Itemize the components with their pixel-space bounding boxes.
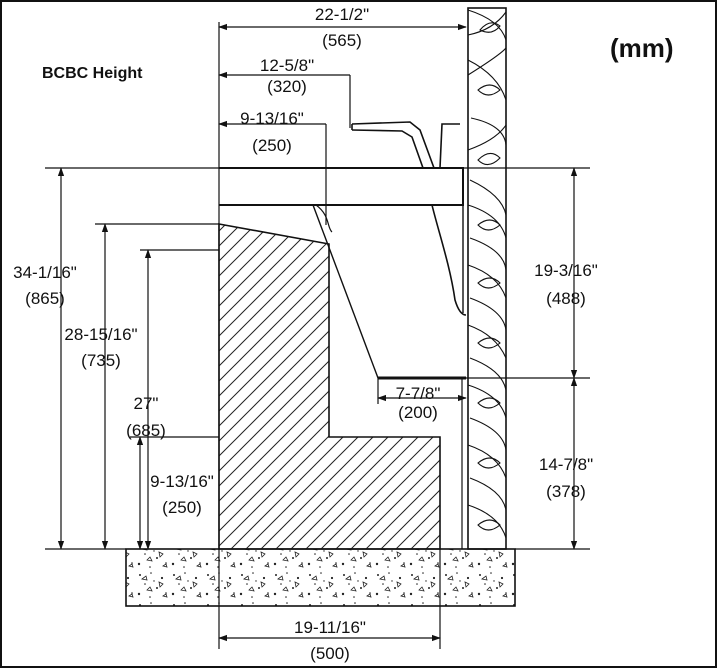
overall-depth-metric: (565) [322,31,362,50]
sink [219,167,467,549]
toe-clearance-imperial: 9-13/16" [150,472,214,491]
toe-depth-imperial: 19-11/16" [294,618,366,637]
floor-slab [125,548,516,607]
drain-height-imperial: 14-7/8" [539,455,593,474]
overall-depth-imperial: 22-1/2" [315,5,369,24]
toe-depth-metric: (500) [310,644,350,663]
drain-height-metric: (378) [546,482,586,501]
sink-front-depth-metric: (250) [252,136,292,155]
faucet [351,121,460,169]
drain-offset-metric: (200) [398,403,438,422]
basin-height-metric: (488) [546,289,586,308]
dimension-lines [45,23,590,649]
knee-clearance-imperial: 27" [134,394,159,413]
counter-height-imperial: 34-1/16" [13,263,77,282]
diagram-title: BCBC Height [42,65,143,82]
basin-height-imperial: 19-3/16" [534,261,598,280]
drain-offset-imperial: 7-7/8" [396,384,441,403]
spout-reach-imperial: 12-5/8" [260,56,314,75]
counter-height-metric: (865) [25,289,65,308]
knee-clearance-metric: (685) [126,421,166,440]
spout-reach-metric: (320) [267,77,307,96]
apron-height-metric: (735) [81,351,121,370]
sink-front-depth-imperial: 9-13/16" [240,109,304,128]
apron-height-imperial: 28-15/16" [64,325,137,344]
wall-section [467,7,507,550]
toe-clearance-metric: (250) [162,498,202,517]
units-label: (mm) [610,33,674,63]
